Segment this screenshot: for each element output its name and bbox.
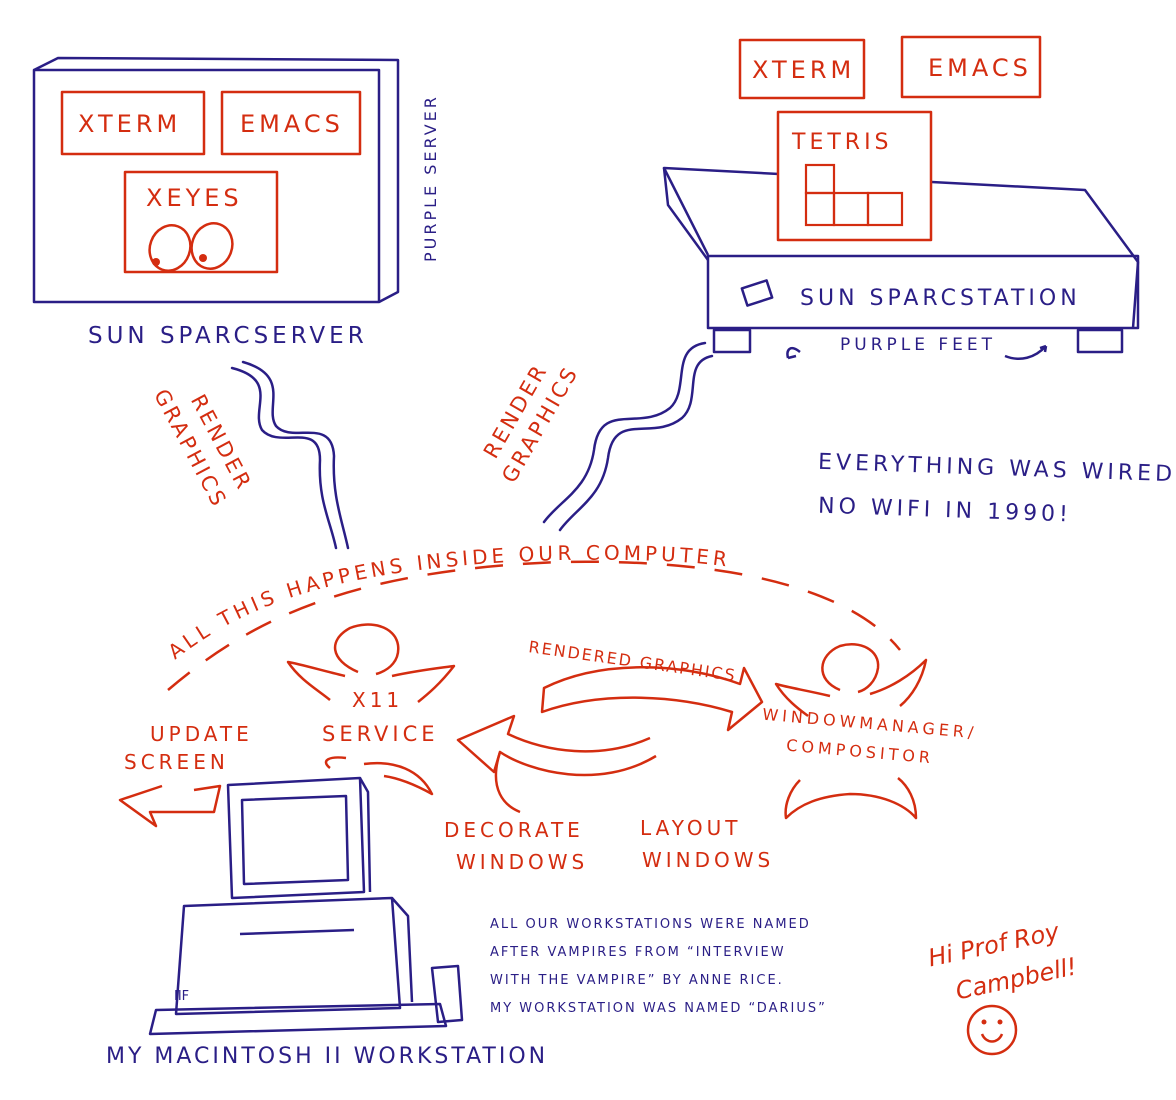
station-xterm-window <box>738 38 866 100</box>
server-emacs-window <box>220 90 362 156</box>
windowmanager-figure <box>774 643 928 820</box>
cable-left-b <box>241 360 350 550</box>
station-emacs-window <box>900 35 1042 99</box>
smiley-face <box>966 1004 1018 1056</box>
server-xterm-title: XTERM <box>78 110 182 138</box>
layout-label: LAYOUT <box>640 816 742 840</box>
station-name: SUN SPARCSTATION <box>800 286 1081 311</box>
mac-monitor-side <box>358 777 372 893</box>
service-label: SERVICE <box>322 722 439 746</box>
feet-arrow-right <box>1004 344 1048 360</box>
mac-mouse <box>430 964 464 1024</box>
right-render-graphics: RENDER GRAPHICS <box>479 359 584 487</box>
mac-badge: IIF <box>174 989 190 1004</box>
server-xeyes-window <box>123 170 279 274</box>
cable-right-b <box>558 354 714 532</box>
xeyes-right-eye <box>190 222 234 270</box>
arc-label: ALL THIS HAPPENS INSIDE OUR COMPUTER <box>163 541 732 664</box>
server-depth-edge <box>33 56 400 304</box>
station-left-side <box>662 167 710 261</box>
rendered-graphics-arrow <box>540 666 764 732</box>
mac-caption: MY MACINTOSH II WORKSTATION <box>106 1044 549 1069</box>
station-front-panel <box>706 254 1140 330</box>
computer-boundary-arc <box>167 560 901 691</box>
vampire-note-line-1: ALL OUR WORKSTATIONS WERE NAMED <box>490 917 811 932</box>
layout-decorate-arrow <box>456 714 657 777</box>
mac-monitor <box>226 776 366 900</box>
xeyes-right-pupil <box>199 254 207 262</box>
wm-head <box>821 643 880 694</box>
screen-label: SCREEN <box>124 750 229 774</box>
left-render-graphics: RENDER GRAPHICS <box>149 385 257 512</box>
server-xeyes-title: XEYES <box>146 184 243 212</box>
rendered-graphics-label: RENDERED GRAPHICS <box>527 637 737 685</box>
station-foot-right <box>1076 328 1124 354</box>
xeyes-left-eye <box>148 224 192 272</box>
x11-service-figure <box>286 623 456 796</box>
server-name: SUN SPARCSERVER <box>88 323 368 349</box>
xeyes-left-pupil <box>152 258 160 266</box>
x11-left-arm <box>286 660 346 701</box>
cable-right-a <box>542 341 707 524</box>
wm-body <box>784 777 918 820</box>
arrow-tail-curl <box>494 751 521 814</box>
vampire-note-line-4: MY WORKSTATION WAS NAMED “DARIUS” <box>490 1001 827 1016</box>
x11-label: X11 <box>352 688 404 712</box>
sun-sparcstation <box>662 166 1140 360</box>
tetris-blocks <box>804 163 904 227</box>
decorate-windows-label: WINDOWS <box>456 850 589 874</box>
mac-case-side <box>391 897 414 1003</box>
wm-right-arm <box>869 658 928 707</box>
server-emacs-title: EMACS <box>240 110 344 138</box>
station-xterm-title: XTERM <box>752 56 856 84</box>
station-feet-label: PURPLE FEET <box>840 335 997 355</box>
layout-windows-label: WINDOWS <box>642 848 775 872</box>
update-label: UPDATE <box>150 722 253 746</box>
station-tetris-title: TETRIS <box>792 130 893 155</box>
station-top-face <box>662 166 1140 329</box>
station-tetris-window <box>776 110 933 242</box>
update-screen-arrow <box>118 784 222 828</box>
tetris-block <box>866 191 904 227</box>
sun-sparcserver <box>32 56 400 304</box>
smiley-outline <box>966 1004 1018 1056</box>
feet-arrow-left <box>786 347 801 360</box>
x11-right-arm <box>391 664 456 703</box>
cable-left-a <box>230 366 338 550</box>
mac-screen <box>240 794 350 886</box>
macintosh-ii <box>148 776 464 1036</box>
server-front-face <box>32 68 381 304</box>
server-xterm-window <box>60 90 206 156</box>
mac-case <box>174 896 402 1016</box>
vampire-note-line-3: WITH THE VAMPIRE” BY ANNE RICE. <box>490 973 784 988</box>
station-foot-left <box>712 328 752 354</box>
smiley-mouth <box>980 1033 1004 1043</box>
smiley-eye <box>981 1019 987 1025</box>
purple-server-label: PURPLE SERVER <box>421 94 440 262</box>
mac-floppy-slot <box>239 928 355 936</box>
x11-left-leg <box>324 756 347 769</box>
station-emacs-title: EMACS <box>928 54 1032 82</box>
station-power-button <box>740 279 774 307</box>
vampire-note-line-2: AFTER VAMPIRES FROM “INTERVIEW <box>490 945 786 960</box>
decorate-label: DECORATE <box>444 818 584 842</box>
wm-left-arm <box>774 682 831 718</box>
mac-keyboard <box>148 1002 448 1036</box>
smiley-eye <box>997 1019 1003 1025</box>
x11-head <box>333 623 400 676</box>
arc-label-path: ALL THIS HAPPENS INSIDE OUR COMPUTER <box>163 541 728 664</box>
x11-right-leg <box>363 761 434 796</box>
greeting: Hi Prof Roy Campbell! <box>926 917 1080 1005</box>
